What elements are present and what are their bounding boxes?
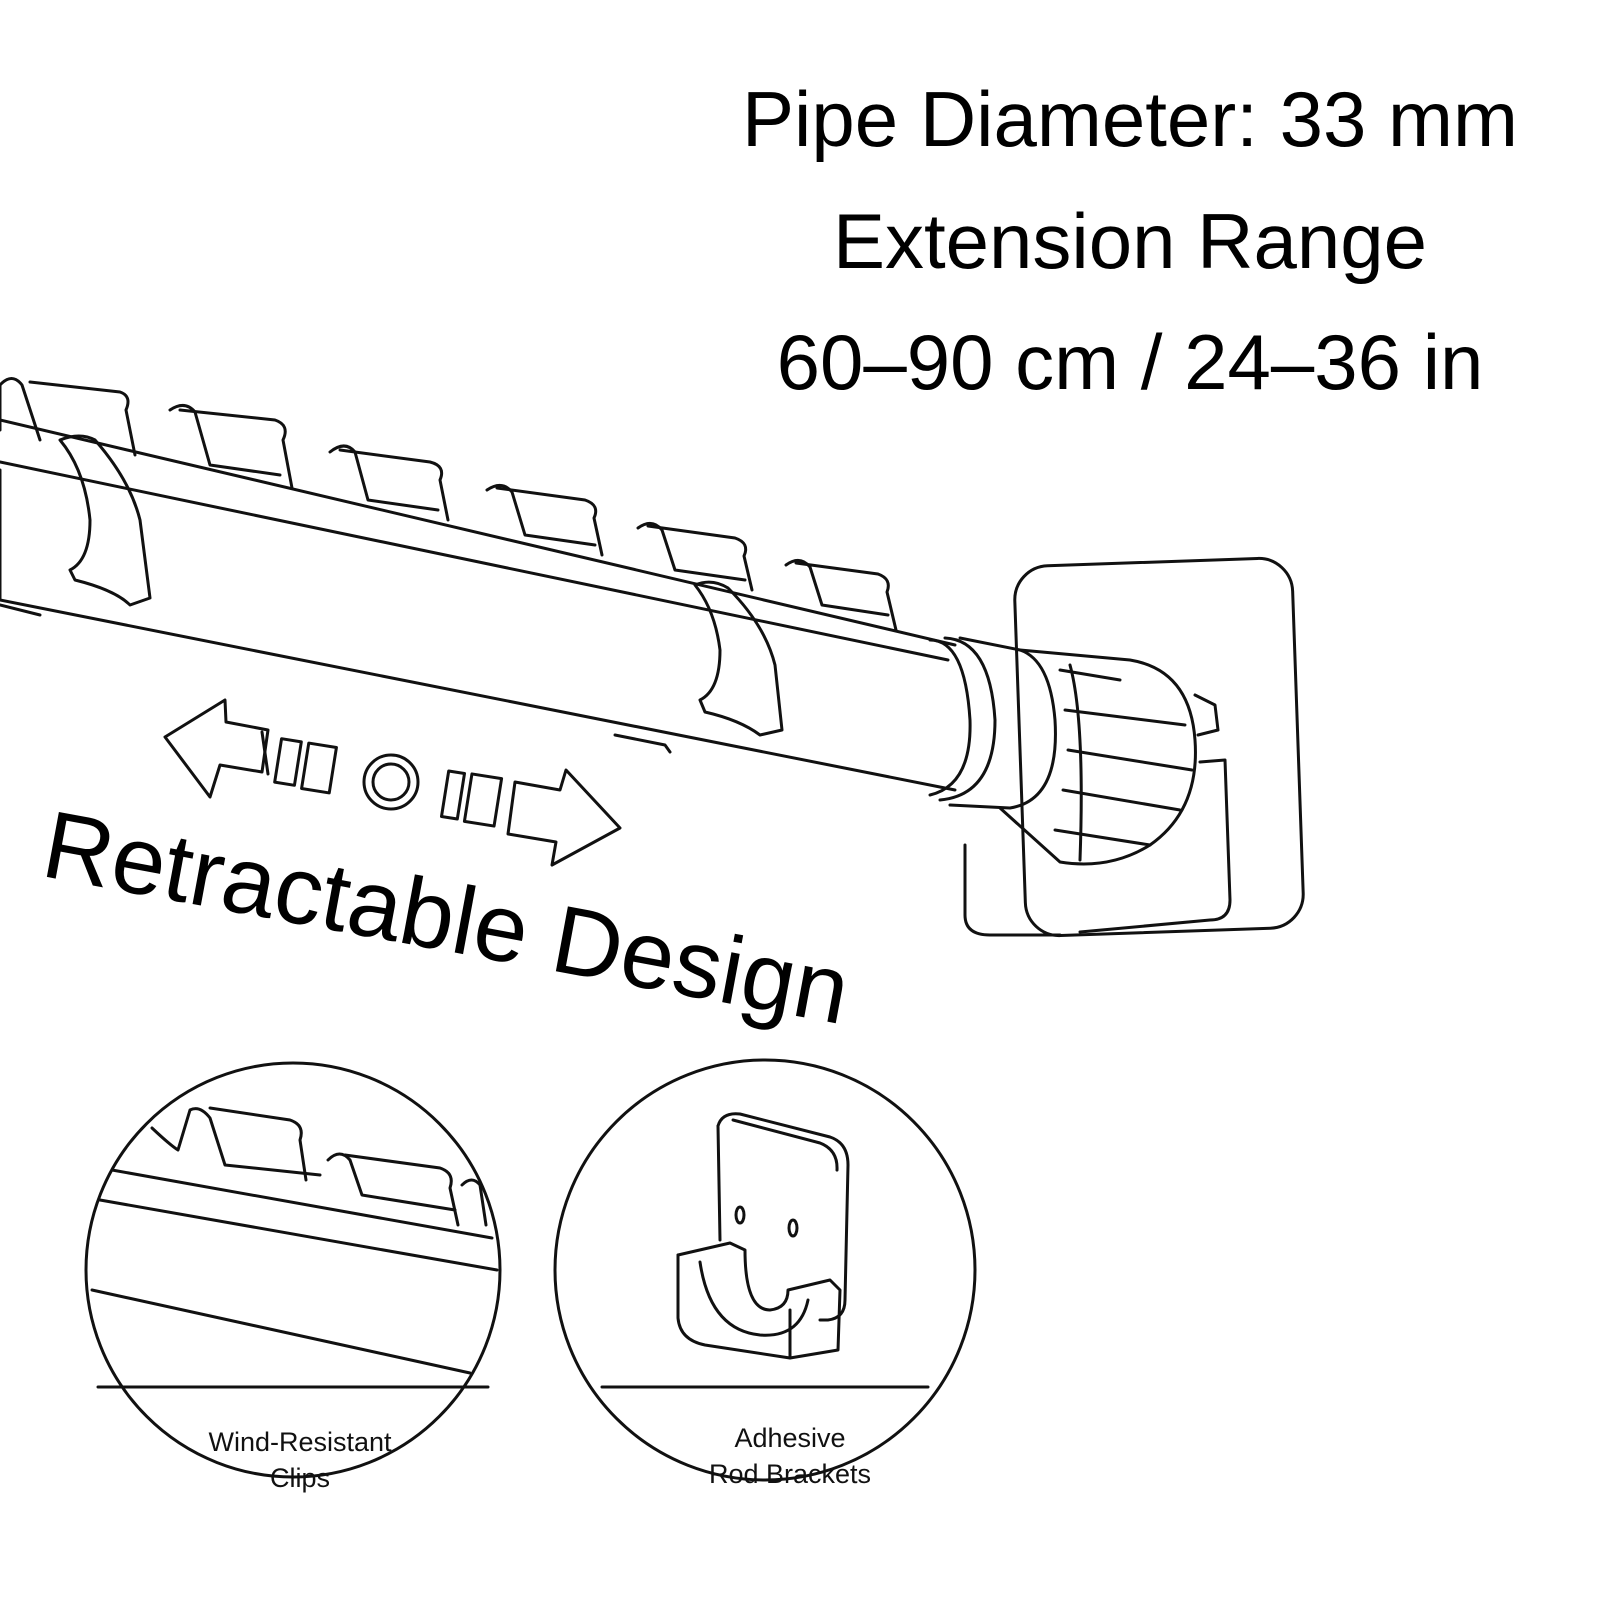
bracket-caption-line1: Adhesive	[734, 1423, 846, 1453]
rod-end-cap	[928, 636, 1197, 866]
extension-range-title: Extension Range	[832, 197, 1428, 285]
rod-rings	[58, 434, 784, 737]
wall-bracket	[963, 556, 1305, 938]
bracket-caption: Adhesive Rod Brackets	[640, 1420, 940, 1492]
clips-caption-line1: Wind-Resistant	[208, 1427, 392, 1457]
detail-clips-circle	[84, 1061, 502, 1479]
clips-caption-line2: Clips	[269, 1463, 330, 1493]
detail-bracket-circle	[553, 1058, 977, 1482]
rod-body	[0, 418, 957, 792]
clips-caption: Wind-Resistant Clips	[150, 1424, 450, 1496]
pipe-diameter-text: Pipe Diameter: 33 mm	[742, 75, 1518, 163]
bracket-caption-line2: Rod Brackets	[708, 1459, 872, 1489]
extension-range-values: 60–90 cm / 24–36 in	[776, 318, 1484, 406]
clip-strip	[0, 377, 898, 632]
retract-arrow-icon	[163, 698, 622, 867]
